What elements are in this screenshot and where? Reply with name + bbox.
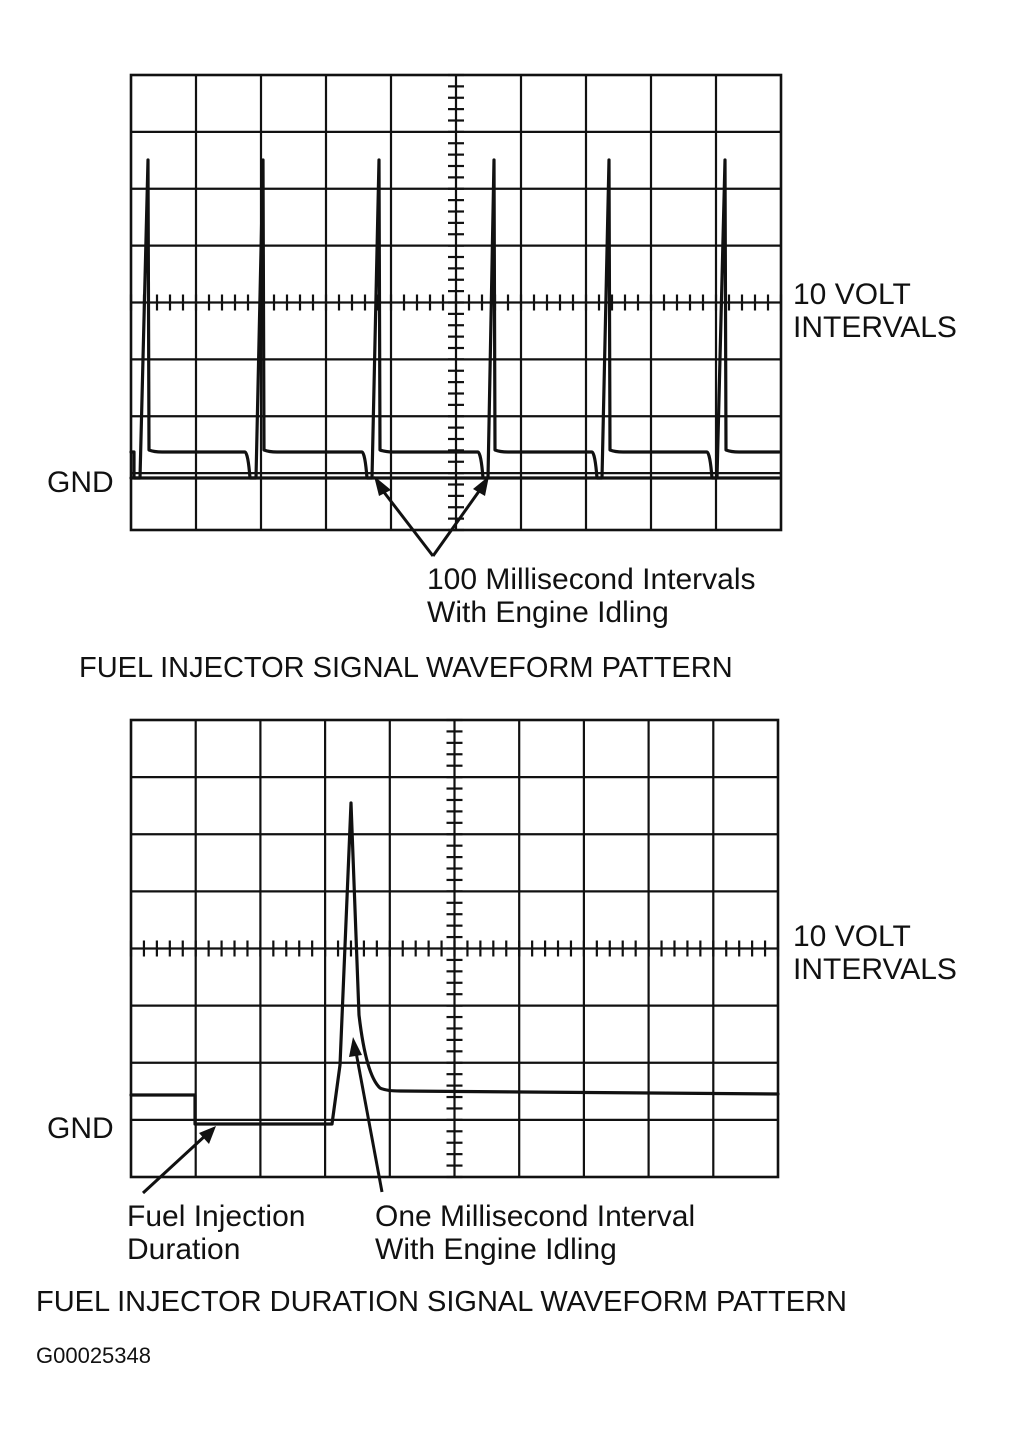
scale-label-line2: INTERVALS bbox=[793, 311, 957, 344]
scope-grid-top bbox=[129, 73, 783, 532]
duration-arrow-head bbox=[199, 1126, 216, 1144]
scale-label-line1: 10 VOLT bbox=[793, 278, 911, 311]
duration-note-line1: Fuel Injection bbox=[127, 1200, 305, 1233]
interval-arrow-head bbox=[349, 1037, 362, 1057]
interval-note-line1: 100 Millisecond Intervals bbox=[427, 563, 756, 596]
interval-arrow-line bbox=[354, 1051, 384, 1193]
panel-injector-duration: GND 10 VOLT INTERVALS Fuel Injection Dur… bbox=[36, 718, 957, 1318]
scope-grid-bottom bbox=[129, 718, 780, 1179]
ground-label: GND bbox=[47, 466, 114, 499]
scale-label-line1: 10 VOLT bbox=[793, 920, 911, 953]
interval-note-line2: With Engine Idling bbox=[427, 596, 669, 629]
duration-note-line2: Duration bbox=[127, 1233, 240, 1266]
panel-injector-signal: GND 10 VOLT INTERVALS 100 Millisecond In… bbox=[47, 73, 957, 684]
duration-signal-trace bbox=[129, 801, 780, 1126]
ground-label: GND bbox=[47, 1112, 114, 1145]
panel-caption: FUEL INJECTOR DURATION SIGNAL WAVEFORM P… bbox=[36, 1286, 847, 1318]
panel-caption: FUEL INJECTOR SIGNAL WAVEFORM PATTERN bbox=[79, 652, 733, 684]
duration-arrow-line bbox=[141, 1133, 208, 1195]
duration-arrow bbox=[141, 1126, 216, 1195]
interval-arrow bbox=[349, 1037, 384, 1193]
interval-note-line1: One Millisecond Interval bbox=[375, 1200, 695, 1233]
interval-note-line2: With Engine Idling bbox=[375, 1233, 617, 1266]
arrow-left-head bbox=[374, 476, 391, 496]
arrow-right-head bbox=[473, 476, 489, 496]
scale-label-line2: INTERVALS bbox=[793, 953, 957, 986]
arrow-left-line bbox=[378, 486, 435, 557]
injector-signal-trace bbox=[129, 158, 781, 480]
interval-arrows bbox=[374, 476, 489, 557]
arrow-right-line bbox=[431, 486, 484, 557]
figure-id: G00025348 bbox=[36, 1343, 151, 1368]
